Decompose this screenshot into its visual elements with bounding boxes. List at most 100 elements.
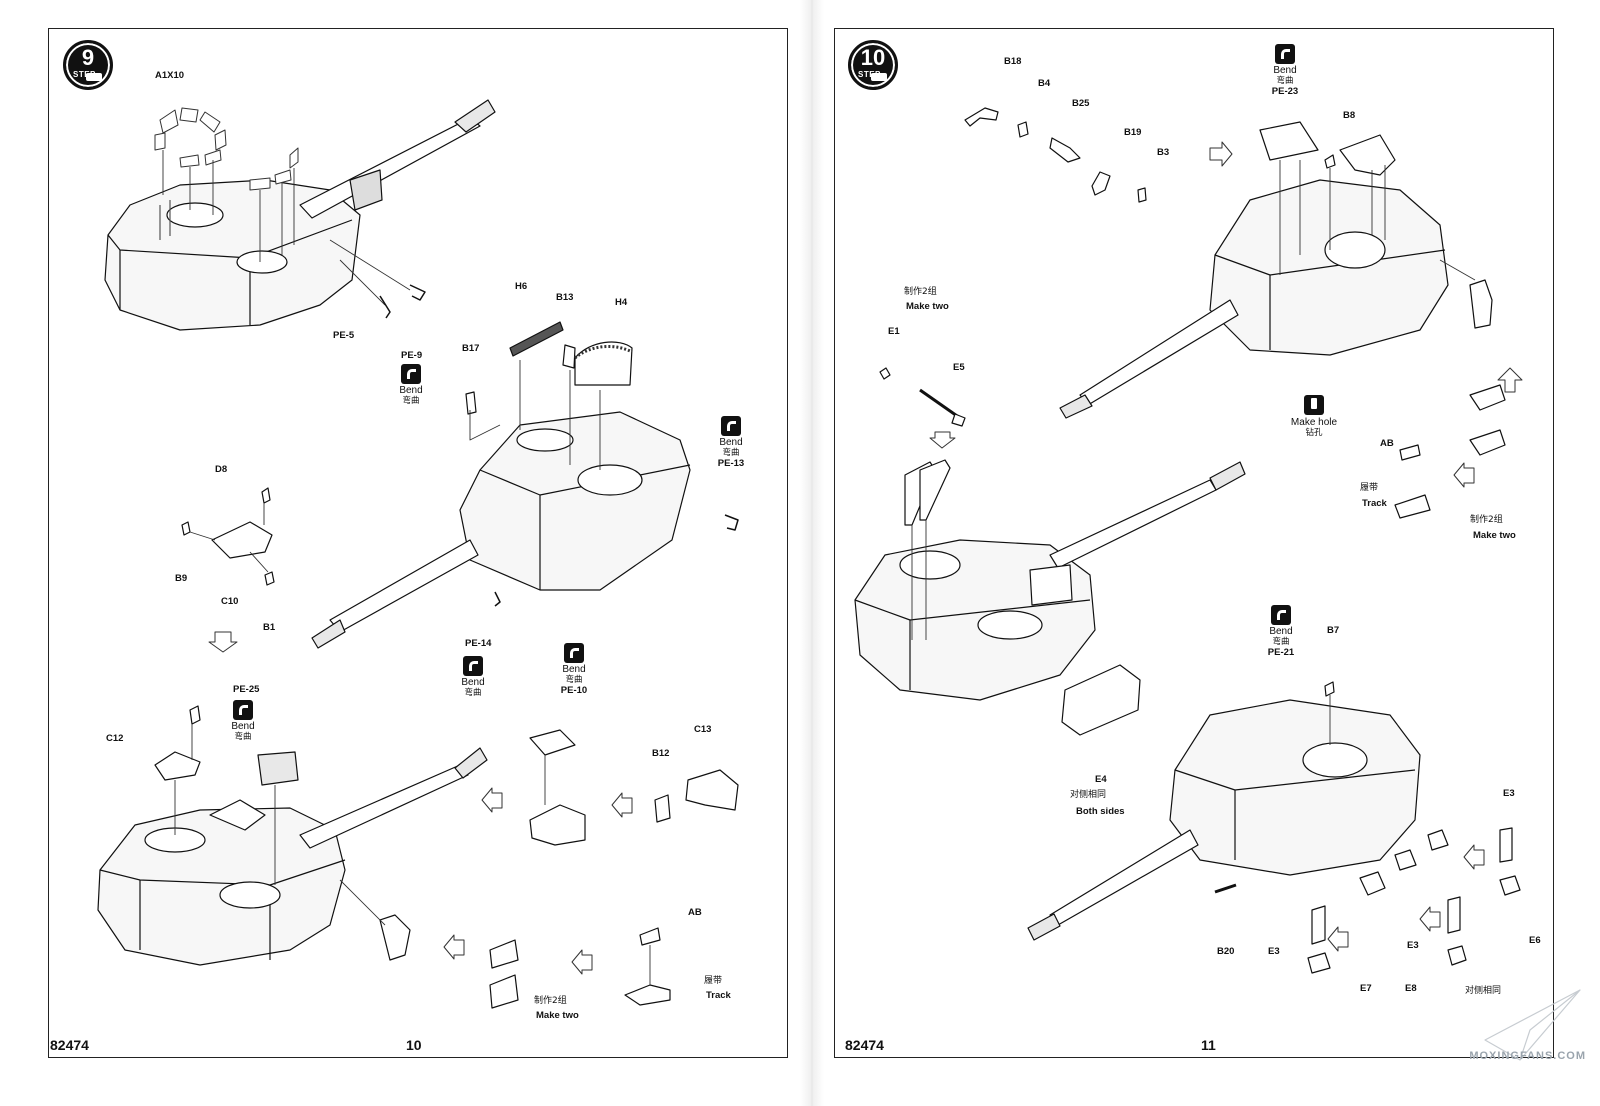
part-label-h6: H6: [515, 281, 528, 292]
product-code: 82474: [50, 1037, 89, 1053]
part-label-pe23: PE-23: [1271, 86, 1299, 97]
bend-text-cn: 弯曲: [464, 688, 482, 698]
part-label-e5: E5: [953, 362, 965, 373]
step-label: STEP: [858, 70, 881, 79]
bend-text: Bend: [231, 721, 255, 732]
both-sides-cn: 对侧相同: [1070, 790, 1107, 800]
bend-icon: [233, 700, 253, 720]
track-label-en-right: Track: [1362, 498, 1387, 509]
part-label-pe14: PE-14: [465, 638, 492, 649]
bend-note-pe25: Bend 弯曲: [212, 700, 274, 742]
page-number-right: 11: [1201, 1037, 1216, 1053]
part-label-c12: C12: [106, 733, 124, 744]
part-label-e4: E4: [1095, 774, 1107, 785]
bend-note-pe23: Bend 弯曲 PE-23: [1254, 44, 1316, 97]
part-label-c13: C13: [694, 724, 712, 735]
part-label-b3: B3: [1157, 147, 1170, 158]
turret-bottom-right-drawing: [1027, 681, 1521, 974]
step9-drawings: [97, 99, 739, 1009]
turret-top-right-drawing: [1059, 121, 1506, 519]
turret-bottom-left-drawing: [97, 705, 488, 966]
bend-text: Bend: [562, 664, 586, 675]
part-label-pe10: PE-10: [560, 685, 588, 696]
part-label-e7: E7: [1360, 983, 1372, 994]
tank-icon: [871, 73, 887, 81]
step-number: 9: [81, 45, 95, 70]
bend-icon: [564, 643, 584, 663]
turret-top-left-drawing: [104, 99, 496, 331]
part-label-b7: B7: [1327, 625, 1340, 636]
tank-icon: [86, 73, 102, 81]
part-label-a1x10: A1X10: [155, 70, 185, 81]
both-sides-en: Both sides: [1076, 806, 1125, 817]
part-label-b12: B12: [652, 748, 670, 759]
make-two-en-top: Make two: [906, 301, 949, 312]
part-label-b19: B19: [1124, 127, 1142, 138]
bend-note-pe10: Bend 弯曲 PE-10: [543, 643, 605, 696]
bend-note-pe21: Bend 弯曲 PE-21: [1250, 605, 1312, 658]
bend-text-cn: 弯曲: [1276, 76, 1294, 86]
watermark-text: MOXINGFANS.COM: [1469, 1050, 1586, 1062]
turret-middle-left-drawing: [854, 431, 1246, 736]
part-label-e6: E6: [1529, 935, 1541, 946]
part-label-b9: B9: [175, 573, 188, 584]
track-label-cn: 履带: [704, 976, 723, 986]
small-parts-top-row: [964, 107, 1147, 203]
part-label-b25: B25: [1072, 98, 1090, 109]
make-hole-note: Make hole 钻孔: [1279, 395, 1349, 438]
small-parts-drawing: [489, 729, 739, 1009]
track-label-cn-right: 履带: [1360, 483, 1379, 493]
part-label-pe25: PE-25: [233, 684, 260, 695]
bend-note-pe9: Bend 弯曲: [380, 364, 442, 406]
bend-text: Bend: [1269, 626, 1293, 637]
part-label-e3-c: E3: [1407, 940, 1419, 951]
make-two-cn: 制作2组: [534, 996, 567, 1006]
make-two-en-right: Make two: [1473, 530, 1516, 541]
part-label-pe5: PE-5: [333, 330, 355, 341]
part-label-b8: B8: [1343, 110, 1356, 121]
track-label-en: Track: [706, 990, 731, 1001]
bend-icon: [401, 364, 421, 384]
part-label-b1: B1: [263, 622, 276, 633]
make-two-cn-top: 制作2组: [904, 287, 937, 297]
hatch-subassembly-drawing: [181, 487, 275, 586]
part-label-b18: B18: [1004, 56, 1022, 67]
step-number: 10: [860, 45, 886, 70]
tow-cable-drawing: [879, 367, 966, 427]
bend-text: Bend: [719, 437, 743, 448]
bend-text-cn: 弯曲: [402, 396, 420, 406]
part-label-e1: E1: [888, 326, 900, 337]
make-two-en: Make two: [536, 1010, 579, 1021]
bend-icon: [721, 416, 741, 436]
make-two-cn-right: 制作2组: [1470, 515, 1503, 525]
bend-icon: [1271, 605, 1291, 625]
bend-text-cn: 弯曲: [1272, 637, 1290, 647]
step-9-badge: 9 STEP: [63, 40, 113, 90]
bend-icon: [463, 656, 483, 676]
flow-arrows-right: [1209, 141, 1523, 952]
both-sides-cn-bottom: 对侧相同: [1465, 986, 1502, 996]
part-label-h4: H4: [615, 297, 628, 308]
bend-text-cn: 弯曲: [565, 675, 583, 685]
bend-text-cn: 弯曲: [234, 732, 252, 742]
product-code-right: 82474: [845, 1037, 884, 1053]
part-label-pe13: PE-13: [717, 458, 745, 469]
bend-note-pe14: Bend 弯曲: [442, 656, 504, 698]
part-label-pe9: PE-9: [401, 350, 423, 361]
step-10-badge: 10 STEP: [848, 40, 898, 90]
drill-icon: [1304, 395, 1324, 415]
part-label-ab-right: AB: [1380, 438, 1394, 449]
part-label-ab: AB: [688, 907, 702, 918]
page-gutter: [800, 0, 824, 1106]
bend-text: Bend: [461, 677, 485, 688]
part-label-b20: B20: [1217, 946, 1235, 957]
part-label-b13: B13: [556, 292, 574, 303]
part-label-pe21: PE-21: [1267, 647, 1295, 658]
bend-text: Bend: [1273, 65, 1297, 76]
part-label-b4: B4: [1038, 78, 1051, 89]
bend-text: Bend: [399, 385, 423, 396]
make-hole-text-cn: 钻孔: [1305, 428, 1323, 438]
bend-text-cn: 弯曲: [722, 448, 740, 458]
part-label-e8: E8: [1405, 983, 1417, 994]
